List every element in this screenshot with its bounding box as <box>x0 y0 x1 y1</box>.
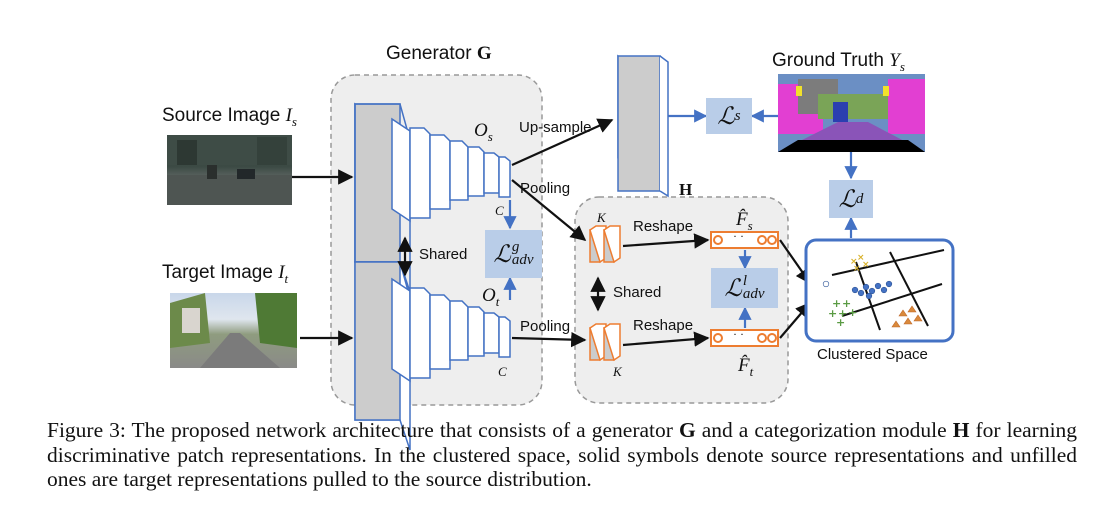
fs-label: F̂s <box>736 209 753 233</box>
pooling-bottom-label: Pooling <box>520 318 571 335</box>
figure-caption: Figure 3: The proposed network architect… <box>47 418 1078 491</box>
ground-truth-photo <box>778 74 925 152</box>
shared-left-label: Shared <box>419 246 468 263</box>
target-image-label: Target Image It <box>162 262 289 286</box>
ot-label: Ot <box>482 285 500 309</box>
svg-text:×: × <box>850 257 858 267</box>
ft-dots: · · <box>733 327 744 341</box>
c-bottom-label: C <box>498 364 507 379</box>
svg-text:×: × <box>857 253 865 263</box>
reshape-top-label: Reshape <box>633 218 694 235</box>
svg-text:+: + <box>848 306 857 319</box>
target-encoder-stack <box>354 261 511 451</box>
upsample-output-block <box>617 54 669 198</box>
ft-label: F̂t <box>738 355 754 379</box>
svg-text:+: + <box>842 297 851 310</box>
h-module-label: H <box>679 180 693 199</box>
shared-right-label: Shared <box>613 284 662 301</box>
svg-text:+: + <box>836 316 845 329</box>
source-image-photo <box>167 135 292 205</box>
ft-feature-row <box>710 329 779 347</box>
target-image-photo <box>170 293 297 368</box>
k-features-bottom <box>589 323 621 362</box>
fs-dots: · · <box>733 229 744 243</box>
pooling-top-label: Pooling <box>520 180 571 197</box>
generator-label: Generator G <box>386 43 492 64</box>
reshape-bottom-label: Reshape <box>633 317 694 334</box>
k-bottom-label: K <box>613 364 622 379</box>
ground-truth-label: Ground Truth Ys <box>772 50 905 74</box>
clustered-space-label: Clustered Space <box>817 346 928 363</box>
source-image-label: Source Image Is <box>162 105 297 129</box>
k-top-label: K <box>597 210 606 225</box>
c-top-label: C <box>495 203 504 218</box>
os-label: Os <box>474 120 493 144</box>
svg-text:+: + <box>838 307 847 320</box>
fs-feature-row <box>710 231 779 249</box>
svg-text:+: + <box>832 297 841 310</box>
clustered-space-box: ×× ×× ++ ++ ++ <box>804 238 955 343</box>
svg-text:×: × <box>853 264 861 274</box>
svg-text:+: + <box>828 307 837 320</box>
svg-text:×: × <box>862 260 870 270</box>
upsample-label: Up-sample <box>519 119 592 136</box>
k-features-top <box>589 225 621 264</box>
